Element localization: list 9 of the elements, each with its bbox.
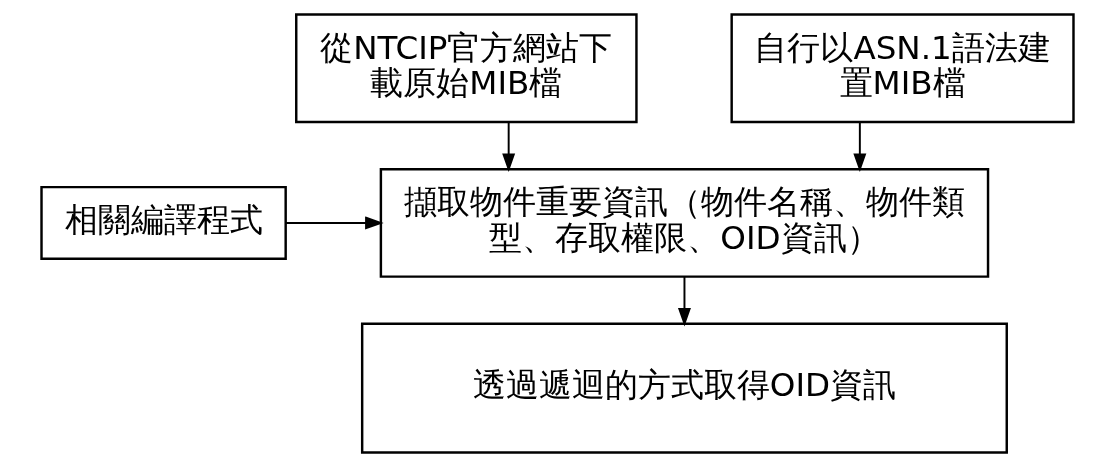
- node-box: 透過遞迴的方式取得OID資訊: [360, 322, 1008, 454]
- node-box: 自行以ASN.1語法建置MIB檔: [729, 13, 1075, 124]
- arrow: [852, 121, 866, 173]
- node-box: 從NTCIP官方網站下載原始MIB檔: [294, 13, 638, 124]
- arrow: [501, 121, 515, 173]
- arrow: [284, 216, 384, 230]
- arrow: [677, 276, 691, 327]
- node-box: 擷取物件重要資訊（物件名稱、物件類型、存取權限、OID資訊）: [379, 168, 989, 278]
- node-box: 相關編譯程式: [39, 185, 287, 260]
